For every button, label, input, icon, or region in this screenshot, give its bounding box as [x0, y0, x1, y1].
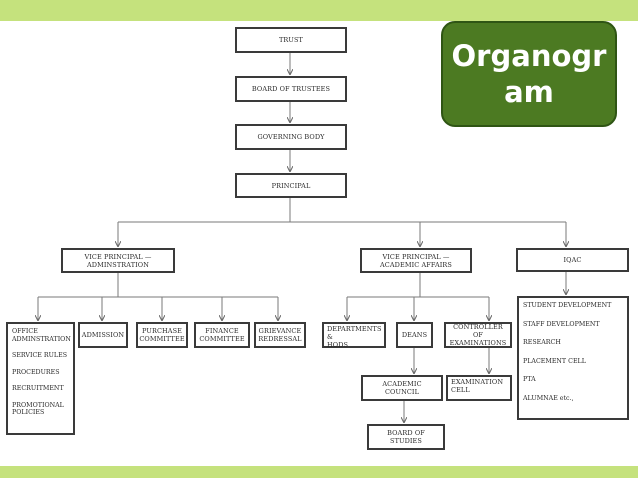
principal-label: PRINCIPAL	[271, 181, 311, 190]
departments-hods-box: DEPARTMENTS & HODs	[322, 322, 386, 349]
iqac-box: IQAC	[516, 248, 629, 272]
iqac-functions-box: STUDENT DEVELOPMENT STAFF DEVELOPMENT RE…	[517, 296, 629, 420]
office-admin-item: SERVICE RULES	[12, 352, 68, 359]
board-of-studies-box: BOARD OF STUDIES	[367, 424, 445, 450]
grievance-redressal-label-1: GRIEVANCE	[258, 327, 302, 335]
vp-administration-label-2: ADMINSTRATION	[86, 260, 150, 269]
deans-label: DEANS	[401, 331, 428, 339]
office-administration-box: OFFICE ADMINSTRATION SERVICE RULES PROCE…	[6, 322, 75, 435]
board-of-trustees-box: BOARD OF TRUSTEES	[235, 76, 347, 102]
office-admin-item: OFFICE ADMINSTRATION	[12, 328, 71, 343]
office-admin-item: RECRUITMENT	[12, 385, 64, 392]
vp-academic-affairs-label-2: ACADEMIC AFFAIRS	[380, 260, 452, 269]
vp-administration-label-1: VICE PRINCIPAL —	[84, 252, 152, 261]
board-of-trustees-label: BOARD OF TRUSTEES	[251, 85, 331, 93]
iqac-item: RESEARCH	[523, 339, 561, 346]
purchase-committee-box: PURCHASE COMMITTEE	[136, 322, 188, 348]
board-of-studies-label: BOARD OF STUDIES	[387, 429, 425, 445]
finance-committee-label-1: FINANCE	[205, 327, 239, 335]
office-admin-item: PROMOTIONAL POLICIES	[12, 401, 64, 417]
governing-body-label: GOVERNING BODY	[257, 133, 325, 141]
controller-of-examinations-label-1: CONTROLLER OF	[453, 323, 503, 339]
slide-title-line-2: am	[504, 75, 554, 109]
iqac-item: STUDENT DEVELOPMENT	[523, 302, 612, 309]
trust-box: TRUST	[235, 27, 347, 53]
controller-of-examinations-label-2: EXAMINATIONS	[449, 339, 507, 347]
connector-lines	[0, 53, 638, 466]
finance-committee-label-2: COMMITTEE	[199, 335, 245, 343]
admission-label: ADMISSION	[81, 331, 125, 339]
examination-cell-label-1: EXAMINATION	[451, 378, 504, 386]
grievance-redressal-label-2: REDRESSAL	[258, 335, 302, 343]
deans-box: DEANS	[396, 322, 433, 348]
controller-of-examinations-box: CONTROLLER OF EXAMINATIONS	[444, 322, 512, 348]
admission-box: ADMISSION	[78, 322, 128, 348]
grievance-redressal-box: GRIEVANCE REDRESSAL	[254, 322, 306, 348]
examination-cell-label-2: CELL	[451, 386, 470, 394]
academic-council-box: ACADEMIC COUNCIL	[361, 375, 443, 401]
principal-box: PRINCIPAL	[235, 173, 347, 198]
iqac-item: PLACEMENT CELL	[523, 357, 586, 365]
iqac-item: PTA	[523, 376, 536, 383]
iqac-label: IQAC	[563, 256, 582, 264]
vp-academic-affairs-box: VICE PRINCIPAL — ACADEMIC AFFAIRS	[360, 248, 472, 273]
slide-title-line-1: Organogr	[451, 39, 607, 73]
purchase-committee-label-1: PURCHASE	[142, 327, 182, 335]
iqac-item: ALUMNAE etc.,	[523, 394, 574, 402]
organogram-canvas: TRUST BOARD OF TRUSTEES GOVERNING BODY P…	[0, 21, 638, 466]
vp-academic-affairs-label-1: VICE PRINCIPAL —	[382, 252, 450, 261]
departments-hods-label-1: DEPARTMENTS &	[327, 325, 382, 341]
vp-administration-box: VICE PRINCIPAL — ADMINSTRATION	[61, 248, 175, 273]
iqac-item: STAFF DEVELOPMENT	[523, 320, 600, 328]
trust-label: TRUST	[279, 36, 303, 44]
finance-committee-box: FINANCE COMMITTEE	[194, 322, 250, 348]
slide-title-card: Organogr am	[441, 21, 617, 127]
purchase-committee-label-2: COMMITTEE	[139, 335, 185, 343]
departments-hods-label-2: HODs	[327, 341, 349, 349]
governing-body-box: GOVERNING BODY	[235, 124, 347, 150]
examination-cell-box: EXAMINATION CELL	[446, 375, 512, 401]
office-admin-item: PROCEDURES	[12, 368, 60, 376]
academic-council-label: ACADEMIC COUNCIL	[382, 380, 422, 396]
